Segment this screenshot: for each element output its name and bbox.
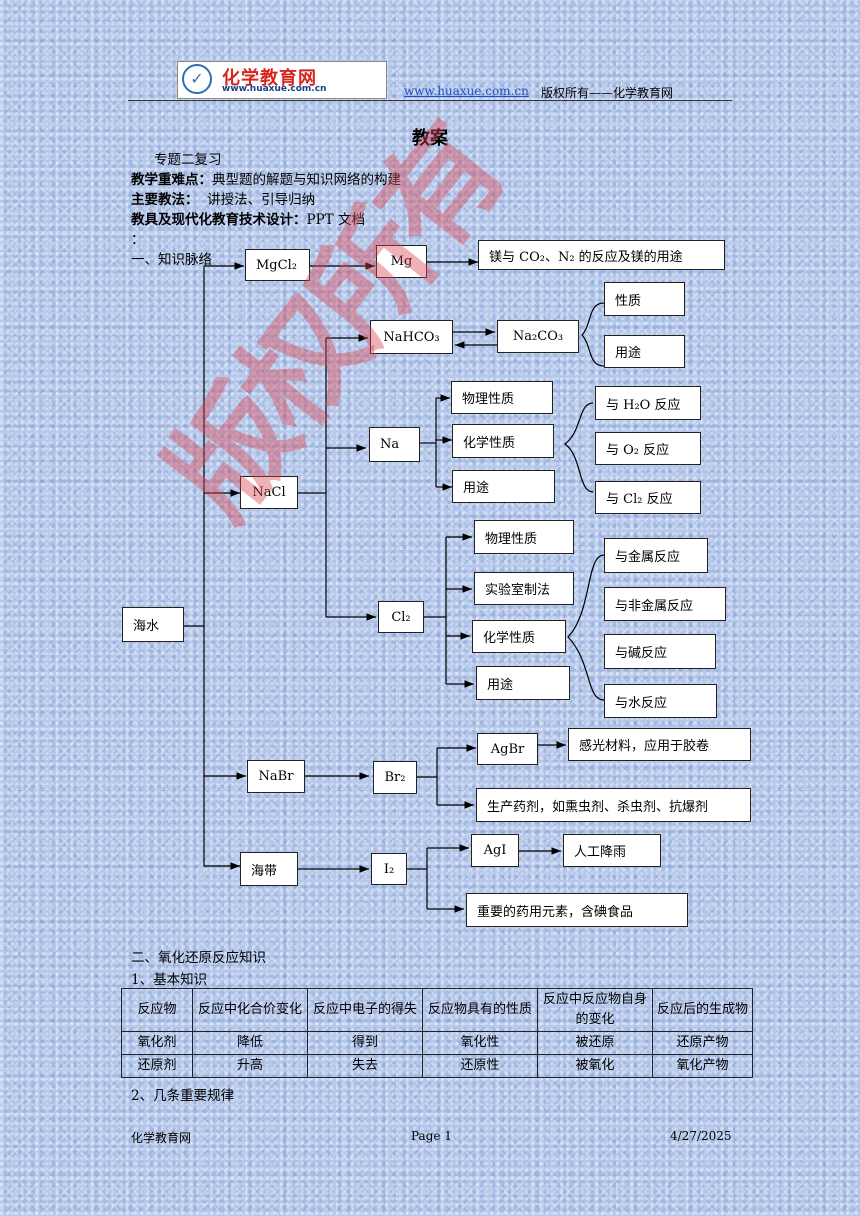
- node-cl-water: 与水反应: [604, 684, 717, 718]
- node-cl2: Cl₂: [378, 601, 424, 633]
- node-mg: Mg: [376, 245, 427, 278]
- footer-date: 4/27/2025: [670, 1129, 732, 1143]
- node-agi-use: 人工降雨: [563, 834, 661, 867]
- table-header-row: 反应物 反应中化合价变化 反应中电子的得失 反应物具有的性质 反应中反应物自身的…: [121, 988, 753, 1032]
- footer-site: 化学教育网: [131, 1131, 192, 1145]
- table-cell: 氧化性: [422, 1031, 538, 1055]
- tools-colon: ：: [131, 232, 145, 248]
- section-redox: 二、氧化还原反应知识: [131, 950, 266, 966]
- key-points-label: 教学重难点：: [131, 172, 212, 188]
- table-cell: 降低: [192, 1031, 308, 1055]
- node-i2: I₂: [371, 853, 407, 885]
- table-cell: 得到: [307, 1031, 423, 1055]
- table-header-cell: 反应物具有的性质: [422, 988, 538, 1032]
- subsection-basic: 1、基本知识: [131, 972, 208, 988]
- table-cell: 氧化产物: [652, 1054, 753, 1078]
- node-na-h2o: 与 H₂O 反应: [595, 386, 701, 420]
- node-i-use: 重要的药用元素，含碘食品: [466, 893, 688, 927]
- node-cl-base: 与碱反应: [604, 634, 716, 669]
- node-na-chemical: 化学性质: [452, 424, 554, 458]
- knowledge-diagram-lines: [184, 258, 605, 913]
- table-row: 还原剂 升高 失去 还原性 被氧化 氧化产物: [121, 1054, 753, 1078]
- table-cell: 升高: [192, 1054, 308, 1078]
- topic-line: 专题二复习: [154, 152, 222, 168]
- table-cell: 被还原: [537, 1031, 653, 1055]
- header-divider: [128, 100, 732, 101]
- node-cl-chemical: 化学性质: [472, 620, 566, 653]
- header-copyright: 版权所有——化学教育网: [541, 86, 674, 100]
- header-url-link[interactable]: www.huaxue.com.cn: [404, 84, 529, 98]
- node-cl-metal: 与金属反应: [604, 538, 708, 573]
- table-cell: 还原产物: [652, 1031, 753, 1055]
- redox-table: 反应物 反应中化合价变化 反应中电子的得失 反应物具有的性质 反应中反应物自身的…: [121, 988, 753, 1078]
- tools-line: 教具及现代化教育技术设计：PPT 文档: [131, 208, 365, 228]
- node-agbr-use: 感光材料，应用于胶卷: [568, 728, 751, 761]
- node-cl-nonmetal: 与非金属反应: [604, 587, 726, 621]
- node-nabr: NaBr: [247, 760, 305, 793]
- node-mg-use: 镁与 CO₂、N₂ 的反应及镁的用途: [478, 240, 725, 270]
- tools-label: 教具及现代化教育技术设计：: [131, 212, 307, 228]
- node-mgcl2: MgCl₂: [245, 249, 310, 281]
- table-header-cell: 反应物: [121, 988, 193, 1032]
- method-line: 主要教法： 讲授法、引导归纳: [131, 188, 315, 208]
- table-cell: 被氧化: [537, 1054, 653, 1078]
- node-na2co3: Na₂CO₃: [497, 320, 579, 353]
- subsection-rules: 2、几条重要规律: [131, 1088, 235, 1104]
- key-points-value: 典型题的解题与知识网络的构建: [212, 172, 401, 188]
- page-title: 教案: [412, 128, 448, 149]
- node-carbonate-uses: 用途: [604, 335, 685, 368]
- logo-emblem-icon: ✓: [182, 64, 212, 94]
- node-cl-uses: 用途: [476, 666, 570, 700]
- node-carbonate-properties: 性质: [604, 282, 685, 316]
- table-cell: 失去: [307, 1054, 423, 1078]
- key-points-line: 教学重难点：典型题的解题与知识网络的构建: [131, 168, 401, 188]
- node-na-physical: 物理性质: [451, 381, 553, 414]
- node-na-o2: 与 O₂ 反应: [595, 432, 701, 465]
- method-value: 讲授法、引导归纳: [207, 192, 316, 208]
- node-nahco3: NaHCO₃: [370, 320, 453, 354]
- logo-subtext: www.huaxue.com.cn: [222, 84, 327, 94]
- node-kelp: 海带: [240, 852, 298, 886]
- node-nacl: NaCl: [240, 476, 298, 509]
- node-cl-lab-prep: 实验室制法: [474, 572, 574, 605]
- table-header-cell: 反应中化合价变化: [192, 988, 308, 1032]
- table-header-cell: 反应中反应物自身的变化: [537, 988, 653, 1032]
- table-cell: 氧化剂: [121, 1031, 193, 1055]
- site-logo: ✓ 化学教育网 www.huaxue.com.cn: [177, 61, 387, 99]
- table-header-cell: 反应中电子的得失: [307, 988, 423, 1032]
- table-row: 氧化剂 降低 得到 氧化性 被还原 还原产物: [121, 1031, 753, 1055]
- table-cell: 还原性: [422, 1054, 538, 1078]
- node-na-uses: 用途: [452, 470, 555, 503]
- node-agi: AgI: [471, 834, 519, 867]
- section-knowledge-network: 一、知识脉络: [131, 252, 212, 268]
- table-header-cell: 反应后的生成物: [652, 988, 753, 1032]
- node-seawater: 海水: [122, 607, 184, 642]
- node-na-cl2: 与 Cl₂ 反应: [595, 481, 701, 514]
- node-br-use: 生产药剂，如熏虫剂、杀虫剂、抗爆剂: [476, 788, 751, 822]
- logo-text: 化学教育网: [222, 68, 317, 89]
- node-na: Na: [369, 427, 420, 462]
- tools-value: PPT 文档: [306, 212, 365, 228]
- method-label: 主要教法：: [131, 192, 199, 208]
- node-br2: Br₂: [373, 761, 417, 794]
- node-cl-physical: 物理性质: [474, 520, 574, 554]
- table-cell: 还原剂: [121, 1054, 193, 1078]
- footer-page-number: Page 1: [411, 1129, 452, 1143]
- node-agbr: AgBr: [477, 733, 538, 765]
